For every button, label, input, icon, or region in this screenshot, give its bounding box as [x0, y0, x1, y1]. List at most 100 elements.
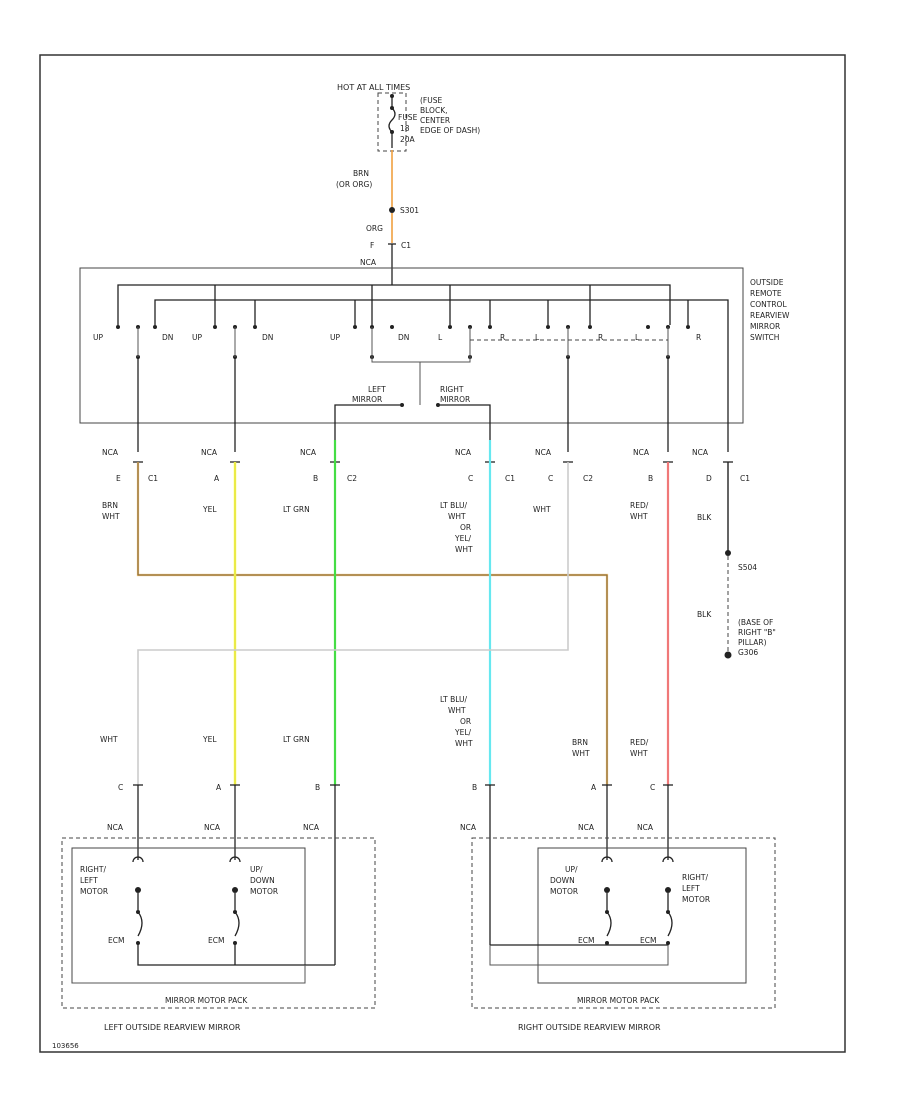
contact-label-dn-3: DN [398, 333, 409, 342]
svg-text:C: C [548, 474, 553, 483]
svg-text:NCA: NCA [455, 448, 472, 457]
ground-description: (BASE OF RIGHT "B" PILLAR) G306 [738, 618, 778, 657]
contact-label-l-1: L [438, 333, 443, 342]
svg-text:E: E [116, 474, 121, 483]
left-mirror-label: LEFT MIRROR [352, 385, 388, 404]
splice-s504 [725, 550, 731, 556]
connector-c-c1: NCA C C1 LT BLU/ WHT OR YEL/ WHT [440, 448, 515, 554]
right-motor-2-label: RIGHT/ LEFT MOTOR [682, 873, 710, 904]
contact-label-l-2: L [535, 333, 540, 342]
switch-power-nca: NCA [360, 258, 377, 267]
contact-label-dn-1: DN [162, 333, 173, 342]
svg-text:NCA: NCA [535, 448, 552, 457]
ground-g306 [724, 651, 732, 659]
power-feed: HOT AT ALL TIMES FUSE 18 20A (FUSE BLOCK… [336, 83, 480, 285]
switch-output-connectors: NCA E C1 BRN WHT NCA A YEL NCA B C2 LT G… [102, 448, 750, 554]
right-outside-mirror: UP/ DOWN MOTOR ECM RIGHT/ LEFT MOTOR ECM… [471, 837, 776, 1032]
switch-contacts [116, 325, 690, 359]
left-mirror-motor-pack-label: MIRROR MOTOR PACK [165, 996, 248, 1005]
org-wire-label: ORG [366, 224, 383, 233]
svg-text:B: B [315, 783, 320, 792]
connector-b-c2: NCA B C2 LT GRN [283, 448, 357, 514]
svg-text:LT GRN: LT GRN [283, 505, 310, 514]
left-outside-mirror: RIGHT/ LEFT MOTOR ECM UP/ DOWN MOTOR ECM… [61, 837, 376, 1032]
svg-text:A: A [591, 783, 597, 792]
fuse-name: FUSE 18 20A [398, 113, 420, 144]
bottom-wire-label-lt-blu: LT BLU/ WHT OR YEL/ WHT [440, 695, 474, 748]
harness-wires: S504 BLK (BASE OF RIGHT "B" PILLAR) G306 [136, 440, 778, 785]
contact-label-up-2: UP [192, 333, 202, 342]
bottom-wire-label-brn: BRN WHT [572, 738, 590, 758]
svg-text:C: C [118, 783, 123, 792]
splice-s301-label: S301 [400, 206, 419, 215]
svg-text:LT BLU/ WHT OR: LT BLU/ WHT OR YEL/ WHT [440, 501, 474, 554]
svg-text:NCA: NCA [102, 448, 119, 457]
brn-wire-label: BRN (OR ORG) [336, 169, 372, 189]
svg-text:B: B [648, 474, 653, 483]
svg-text:C: C [650, 783, 655, 792]
svg-text:C2: C2 [347, 474, 357, 483]
left-ecm-1-label: ECM [108, 936, 124, 945]
splice-s301 [389, 207, 395, 213]
svg-text:A: A [214, 474, 220, 483]
svg-text:YEL: YEL [202, 505, 217, 514]
switch-power-connector-id: C1 [401, 241, 411, 250]
contact-label-up-3: UP [330, 333, 340, 342]
contact-label-r-2: R [598, 333, 603, 342]
connector-b: NCA B RED/ WHT [630, 448, 673, 521]
right-ecm-1-label: ECM [578, 936, 594, 945]
left-motor-1-label: RIGHT/ LEFT MOTOR [80, 865, 108, 896]
right-ecm-2-label: ECM [640, 936, 656, 945]
svg-text:NCA: NCA [578, 823, 595, 832]
svg-text:C1: C1 [740, 474, 750, 483]
bottom-wire-label-lt-grn: LT GRN [283, 735, 310, 744]
svg-text:NCA: NCA [303, 823, 320, 832]
right-mirror-title: RIGHT OUTSIDE REARVIEW MIRROR [518, 1023, 661, 1032]
svg-text:RED/ WHT: RED/ WHT [630, 501, 651, 521]
svg-text:B: B [313, 474, 318, 483]
svg-text:NCA: NCA [204, 823, 221, 832]
svg-text:NCA: NCA [633, 448, 650, 457]
contact-label-l-3: L [635, 333, 640, 342]
svg-text:D: D [706, 474, 712, 483]
bottom-wire-label-yel: YEL [202, 735, 217, 744]
svg-text:NCA: NCA [460, 823, 477, 832]
svg-text:A: A [216, 783, 222, 792]
right-mirror-motor-pack-label: MIRROR MOTOR PACK [577, 996, 660, 1005]
figure-id: 103656 [52, 1042, 79, 1050]
svg-text:C: C [468, 474, 473, 483]
svg-text:NCA: NCA [637, 823, 654, 832]
diagram-frame [39, 54, 846, 1053]
contact-label-r-1: R [500, 333, 505, 342]
svg-text:C1: C1 [505, 474, 515, 483]
hot-at-all-times-label: HOT AT ALL TIMES [337, 83, 410, 92]
ground-wire-label: BLK [697, 610, 712, 619]
svg-text:NCA: NCA [201, 448, 218, 457]
bottom-wire-label-wht: WHT [100, 735, 118, 744]
svg-text:BLK: BLK [697, 513, 712, 522]
mirror-connectors: WHT YEL LT GRN LT BLU/ WHT OR YEL/ WHT B… [100, 695, 673, 965]
switch-title: OUTSIDE REMOTE CONTROL REARVIEW MIRROR S… [750, 278, 792, 342]
svg-text:NCA: NCA [300, 448, 317, 457]
splice-s504-label: S504 [738, 563, 757, 572]
connector-e-c1: NCA E C1 BRN WHT [102, 448, 158, 521]
contact-label-r-3: R [696, 333, 701, 342]
left-motor-2-label: UP/ DOWN MOTOR [250, 865, 278, 896]
svg-text:NCA: NCA [107, 823, 124, 832]
right-motor-1-label: UP/ DOWN MOTOR [550, 865, 580, 896]
svg-text:B: B [472, 783, 477, 792]
left-mirror-title: LEFT OUTSIDE REARVIEW MIRROR [104, 1023, 241, 1032]
connector-c-c2: NCA C C2 WHT [533, 448, 593, 514]
switch-power-pin-letter: F [370, 241, 374, 250]
contact-label-dn-2: DN [262, 333, 273, 342]
svg-text:NCA: NCA [692, 448, 709, 457]
svg-text:C1: C1 [148, 474, 158, 483]
svg-text:WHT: WHT [533, 505, 551, 514]
switch-housing [79, 267, 744, 424]
fuse-block-description: (FUSE BLOCK, CENTER EDGE OF DASH) [420, 96, 480, 135]
connector-d-c1: NCA D C1 BLK [692, 448, 750, 522]
svg-text:C2: C2 [583, 474, 593, 483]
bottom-wire-label-red: RED/ WHT [630, 738, 651, 758]
wht-wire [137, 462, 569, 785]
